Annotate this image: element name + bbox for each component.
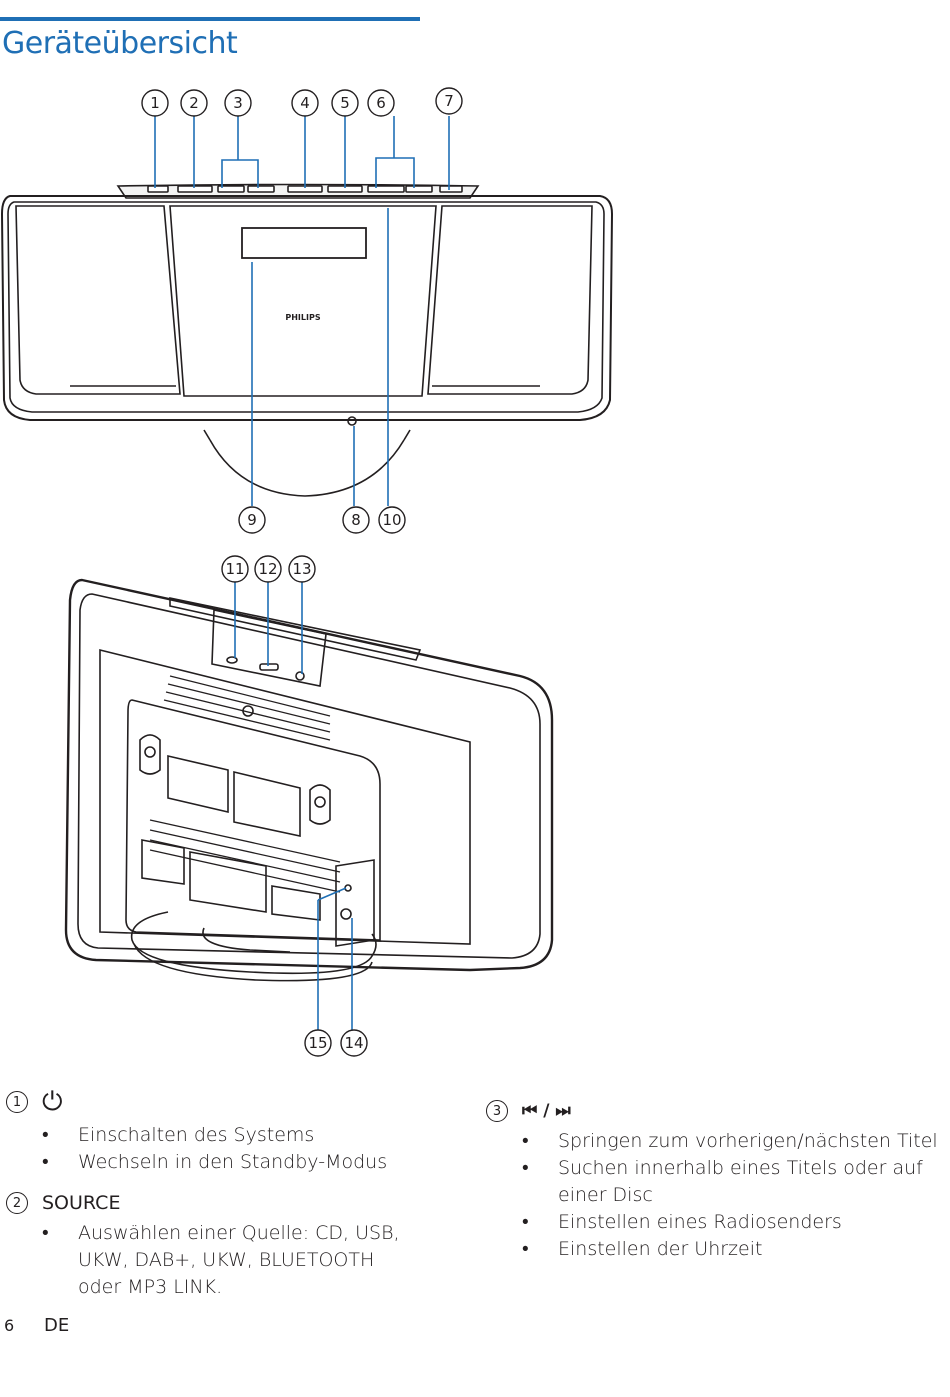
svg-text:2: 2 [189,94,199,112]
svg-text:14: 14 [344,1034,363,1052]
svg-text:15: 15 [308,1034,327,1052]
list-item: Springen zum vorherigen/nächsten Titel [522,1128,942,1155]
callout-12: 12 [254,555,282,583]
svg-text:6: 6 [376,94,386,112]
power-icon: ⏻ [42,1087,63,1117]
list-item: Wechseln in den Standby-Modus [42,1149,446,1176]
item-number: 1 [6,1091,28,1113]
item-3-heading: 3 ⏮ / ⏭ [486,1094,946,1128]
svg-text:5: 5 [340,94,350,112]
callout-14: 14 [340,1029,368,1057]
svg-text:1: 1 [150,94,160,112]
svg-text:3: 3 [233,94,243,112]
callout-6: 6 [367,89,395,117]
brand-logo: PHILIPS [285,313,320,322]
callout-3: 3 [224,89,252,117]
item-number: 3 [486,1100,508,1122]
list-item: Suchen innerhalb eines Titels oder auf e… [522,1155,942,1209]
list-item: Einstellen der Uhrzeit [522,1236,942,1263]
right-column: 3 ⏮ / ⏭ Springen zum vorherigen/nächsten… [486,1094,946,1273]
callout-15: 15 [304,1029,332,1057]
list-item: Einstellen eines Radiosenders [522,1209,942,1236]
prev-next-icon: ⏮ / ⏭ [522,1101,571,1121]
front-view: PHILIPS [0,183,614,497]
item-2-heading: 2 SOURCE [6,1186,446,1220]
list-item: Einschalten des Systems [42,1122,446,1149]
item-2-bullets: Auswählen einer Quelle: CD, USB, UKW, DA… [6,1220,412,1301]
item-3-bullets: Springen zum vorherigen/nächsten Titel S… [486,1128,942,1263]
callout-8: 8 [342,506,370,534]
top-rule [0,17,420,21]
svg-text:9: 9 [247,511,257,529]
page-number: 6 [4,1316,15,1335]
page-footer: 6 DE [4,1315,69,1336]
callout-13: 13 [288,555,316,583]
svg-text:4: 4 [300,94,310,112]
language-code: DE [44,1315,70,1336]
callout-5: 5 [331,89,359,117]
item-1-bullets: Einschalten des Systems Wechseln in den … [6,1122,446,1176]
svg-text:11: 11 [225,560,244,578]
callout-11: 11 [221,555,249,583]
callout-1: 1 [141,89,169,117]
svg-text:13: 13 [292,560,311,578]
callout-4: 4 [291,89,319,117]
front-callout-lines [154,116,450,506]
page-title: Geräteübersicht [2,26,238,61]
callout-10: 10 [378,506,406,534]
callout-9: 9 [238,506,266,534]
callout-7: 7 [435,87,463,115]
list-item: Auswählen einer Quelle: CD, USB, UKW, DA… [42,1220,412,1301]
front-callouts: 1 2 3 4 5 6 7 9 8 10 [141,87,463,534]
item-number: 2 [6,1192,28,1214]
item-label: SOURCE [42,1192,121,1214]
svg-text:7: 7 [444,92,454,110]
item-1-heading: 1 ⏻ [6,1082,446,1122]
rear-callout-lines [234,582,353,1030]
svg-text:12: 12 [258,560,277,578]
svg-text:10: 10 [382,511,401,529]
rear-callouts: 11 12 13 15 14 [221,555,368,1057]
svg-text:8: 8 [351,511,361,529]
callout-2: 2 [180,89,208,117]
rear-view [64,578,554,982]
left-column: 1 ⏻ Einschalten des Systems Wechseln in … [6,1082,446,1311]
